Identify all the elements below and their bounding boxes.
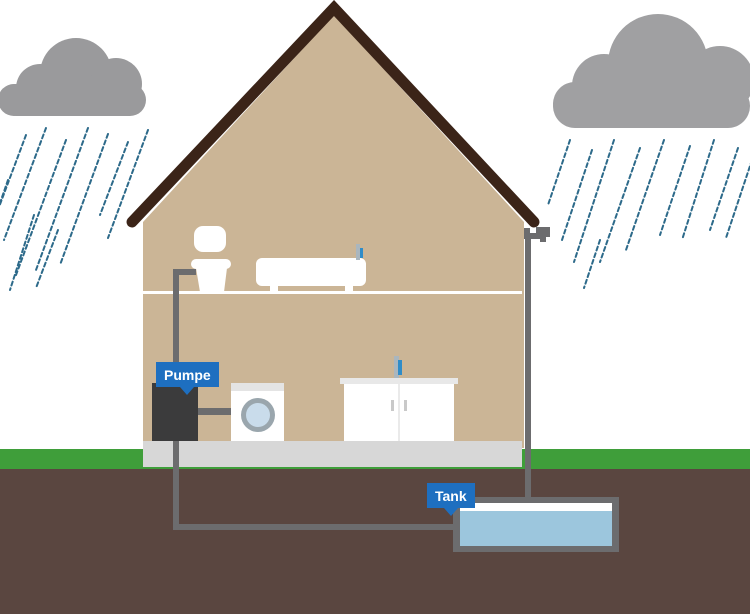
bathtub bbox=[256, 244, 366, 292]
supply-pipe bbox=[173, 440, 458, 530]
kitchen-cabinet bbox=[340, 356, 458, 441]
house-wall bbox=[143, 15, 524, 448]
floor-divider bbox=[143, 291, 522, 294]
pump-connector-pipe bbox=[198, 408, 234, 415]
left-cloud bbox=[0, 38, 146, 116]
washing-machine bbox=[231, 383, 284, 441]
foundation bbox=[143, 441, 522, 467]
soil bbox=[0, 469, 750, 614]
pump-label: Pumpe bbox=[156, 362, 219, 395]
downpipe bbox=[524, 228, 546, 242]
tank-label: Tank bbox=[427, 483, 475, 516]
toilet bbox=[191, 226, 231, 292]
rainwater-tank bbox=[453, 497, 619, 552]
downpipe-cap bbox=[536, 227, 550, 237]
left-rain bbox=[0, 127, 149, 291]
roof bbox=[126, 0, 540, 228]
right-cloud bbox=[553, 14, 750, 128]
right-rain bbox=[547, 139, 750, 289]
toilet-supply-pipe bbox=[173, 269, 196, 385]
